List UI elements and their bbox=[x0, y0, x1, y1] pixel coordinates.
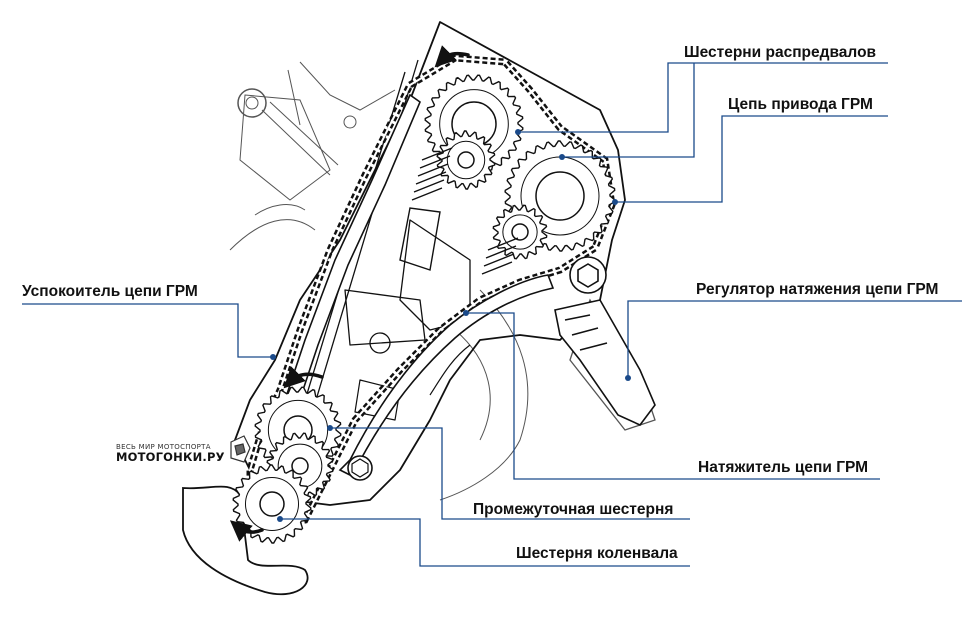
curved-arrow-icon bbox=[229, 520, 264, 542]
curved-arrow-icon bbox=[283, 366, 324, 389]
leader-idler-gear bbox=[330, 427, 690, 520]
leader-crankshaft-gear bbox=[280, 518, 690, 567]
valve-springs bbox=[399, 147, 519, 275]
gear-ring bbox=[244, 476, 300, 532]
watermark-tagline: ВЕСЬ МИР МОТОСПОРТА bbox=[116, 443, 211, 451]
callout-dot-icon bbox=[625, 375, 631, 381]
gear-hub bbox=[291, 457, 309, 475]
watermark-site: МОТОГОНКИ.РУ bbox=[116, 450, 225, 464]
label-chain-guide: Успокоитель цепи ГРМ bbox=[22, 283, 198, 300]
motorcycle-emblem-icon bbox=[230, 435, 251, 463]
gear-hub bbox=[511, 223, 529, 241]
leader-chain-tensioner bbox=[466, 312, 880, 480]
gear-hub bbox=[535, 171, 585, 221]
watermark: ВЕСЬ МИР МОТОСПОРТА МОТОГОНКИ.РУ bbox=[116, 443, 236, 464]
callout-dot-icon bbox=[463, 310, 469, 316]
label-tensioner-regulator: Регулятор натяжения цепи ГРМ bbox=[696, 281, 939, 298]
rotation-arrows bbox=[229, 45, 470, 542]
leader-cam-gear-2 bbox=[562, 63, 695, 158]
label-camshaft-gears: Шестерни распредвалов bbox=[684, 44, 877, 61]
label-idler-gear: Промежуточная шестерня bbox=[473, 501, 674, 518]
cam-drive-gear bbox=[492, 204, 548, 260]
callout-dot-icon bbox=[277, 516, 283, 522]
leader-tensioner-regulator bbox=[627, 300, 962, 378]
callout-dot-icon bbox=[327, 425, 333, 431]
callout-dot-icon bbox=[515, 129, 521, 135]
callout-dot-icon bbox=[612, 199, 618, 205]
gears bbox=[232, 74, 616, 544]
callout-dot-icon bbox=[559, 154, 565, 160]
label-crankshaft-gear: Шестерня коленвала bbox=[516, 545, 678, 562]
label-timing-chain: Цепь привода ГРМ bbox=[728, 96, 873, 113]
gear-ring bbox=[446, 140, 486, 180]
tensioner-pivot-bolt bbox=[347, 455, 373, 481]
label-chain-tensioner: Натяжитель цепи ГРМ bbox=[698, 459, 869, 476]
leader-camshaft-gears bbox=[518, 62, 888, 133]
cam-small-gear bbox=[436, 130, 496, 190]
callout-dot-icon bbox=[270, 354, 276, 360]
callout-dots bbox=[270, 129, 631, 522]
chain-tensioner-arm bbox=[338, 274, 555, 478]
gear-ring bbox=[502, 214, 538, 250]
leader-chain-guide bbox=[22, 303, 273, 358]
leader-lines bbox=[22, 62, 962, 567]
curved-arrow-icon bbox=[434, 45, 470, 68]
tensioner-regulator bbox=[554, 256, 656, 426]
gear-hub bbox=[259, 491, 285, 517]
gear-hub bbox=[457, 151, 475, 169]
leader-timing-chain bbox=[615, 115, 888, 203]
